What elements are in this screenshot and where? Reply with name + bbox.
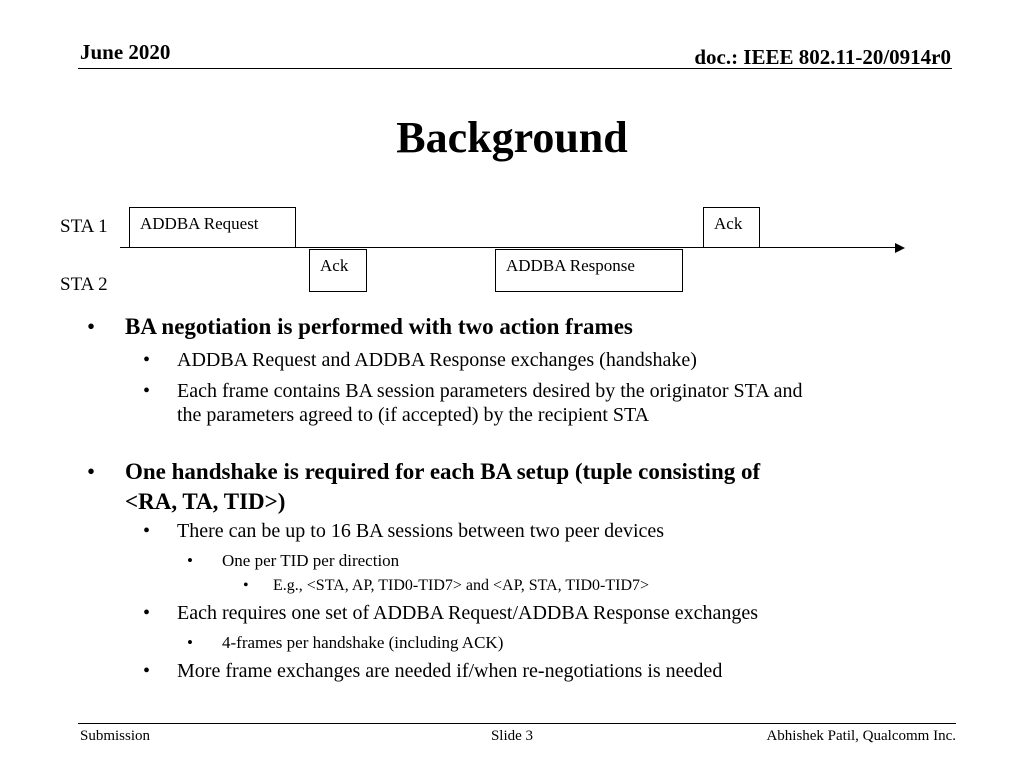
footer-slide-number: Slide 3 (490, 728, 534, 744)
bullet-icon: • (243, 577, 249, 594)
bullet-icon: • (187, 633, 193, 652)
footer-divider (78, 723, 956, 724)
bullet-16-sessions: • There can be up to 16 BA sessions betw… (143, 520, 665, 542)
timeline-axis (120, 247, 896, 248)
bullet-icon: • (143, 520, 151, 542)
bullet-frame-params: • Each frame contains BA session paramet… (143, 380, 803, 426)
bullet-icon: • (87, 314, 96, 339)
bullet-icon: • (143, 380, 151, 402)
bullet-4-frames: • 4-frames per handshake (including ACK) (187, 633, 504, 652)
bullet-ba-negotiation: • BA negotiation is performed with two a… (87, 314, 633, 339)
footer-submission: Submission (80, 728, 151, 744)
bullet-icon: • (87, 459, 96, 484)
sta1-label: STA 1 (60, 216, 108, 237)
frame-addba-response: ADDBA Response (495, 249, 683, 292)
bullet-per-tid: • One per TID per direction (187, 551, 400, 570)
bullet-icon: • (143, 349, 151, 371)
bullet-one-handshake: • One handshake is required for each BA … (87, 459, 761, 514)
header-doc-id: doc.: IEEE 802.11-20/0914r0 (694, 45, 951, 69)
bullet-list: • BA negotiation is performed with two a… (87, 314, 803, 682)
bullet-icon: • (187, 551, 193, 570)
bullet-tid-example: • E.g., <STA, AP, TID0-TID7> and <AP, ST… (243, 577, 650, 594)
bullet-renegotiation: • More frame exchanges are needed if/whe… (143, 660, 723, 682)
bullet-each-requires: • Each requires one set of ADDBA Request… (143, 602, 758, 624)
timeline-arrow-icon (895, 243, 905, 253)
bullet-icon: • (143, 602, 151, 624)
frame-addba-request: ADDBA Request (129, 207, 296, 248)
bullet-addba-exchange: • ADDBA Request and ADDBA Response excha… (143, 349, 697, 371)
header-date: June 2020 (80, 40, 171, 64)
frame-ack-sta1: Ack (703, 207, 760, 248)
slide-title: Background (396, 113, 628, 162)
sta2-label: STA 2 (60, 274, 108, 295)
bullet-icon: • (143, 660, 151, 682)
header-divider (78, 68, 952, 69)
footer-author: Abhishek Patil, Qualcomm Inc. (766, 728, 956, 744)
timing-diagram: STA 1 STA 2 ADDBA Request Ack ADDBA Resp… (0, 0, 1024, 300)
frame-ack-sta2: Ack (309, 249, 367, 292)
